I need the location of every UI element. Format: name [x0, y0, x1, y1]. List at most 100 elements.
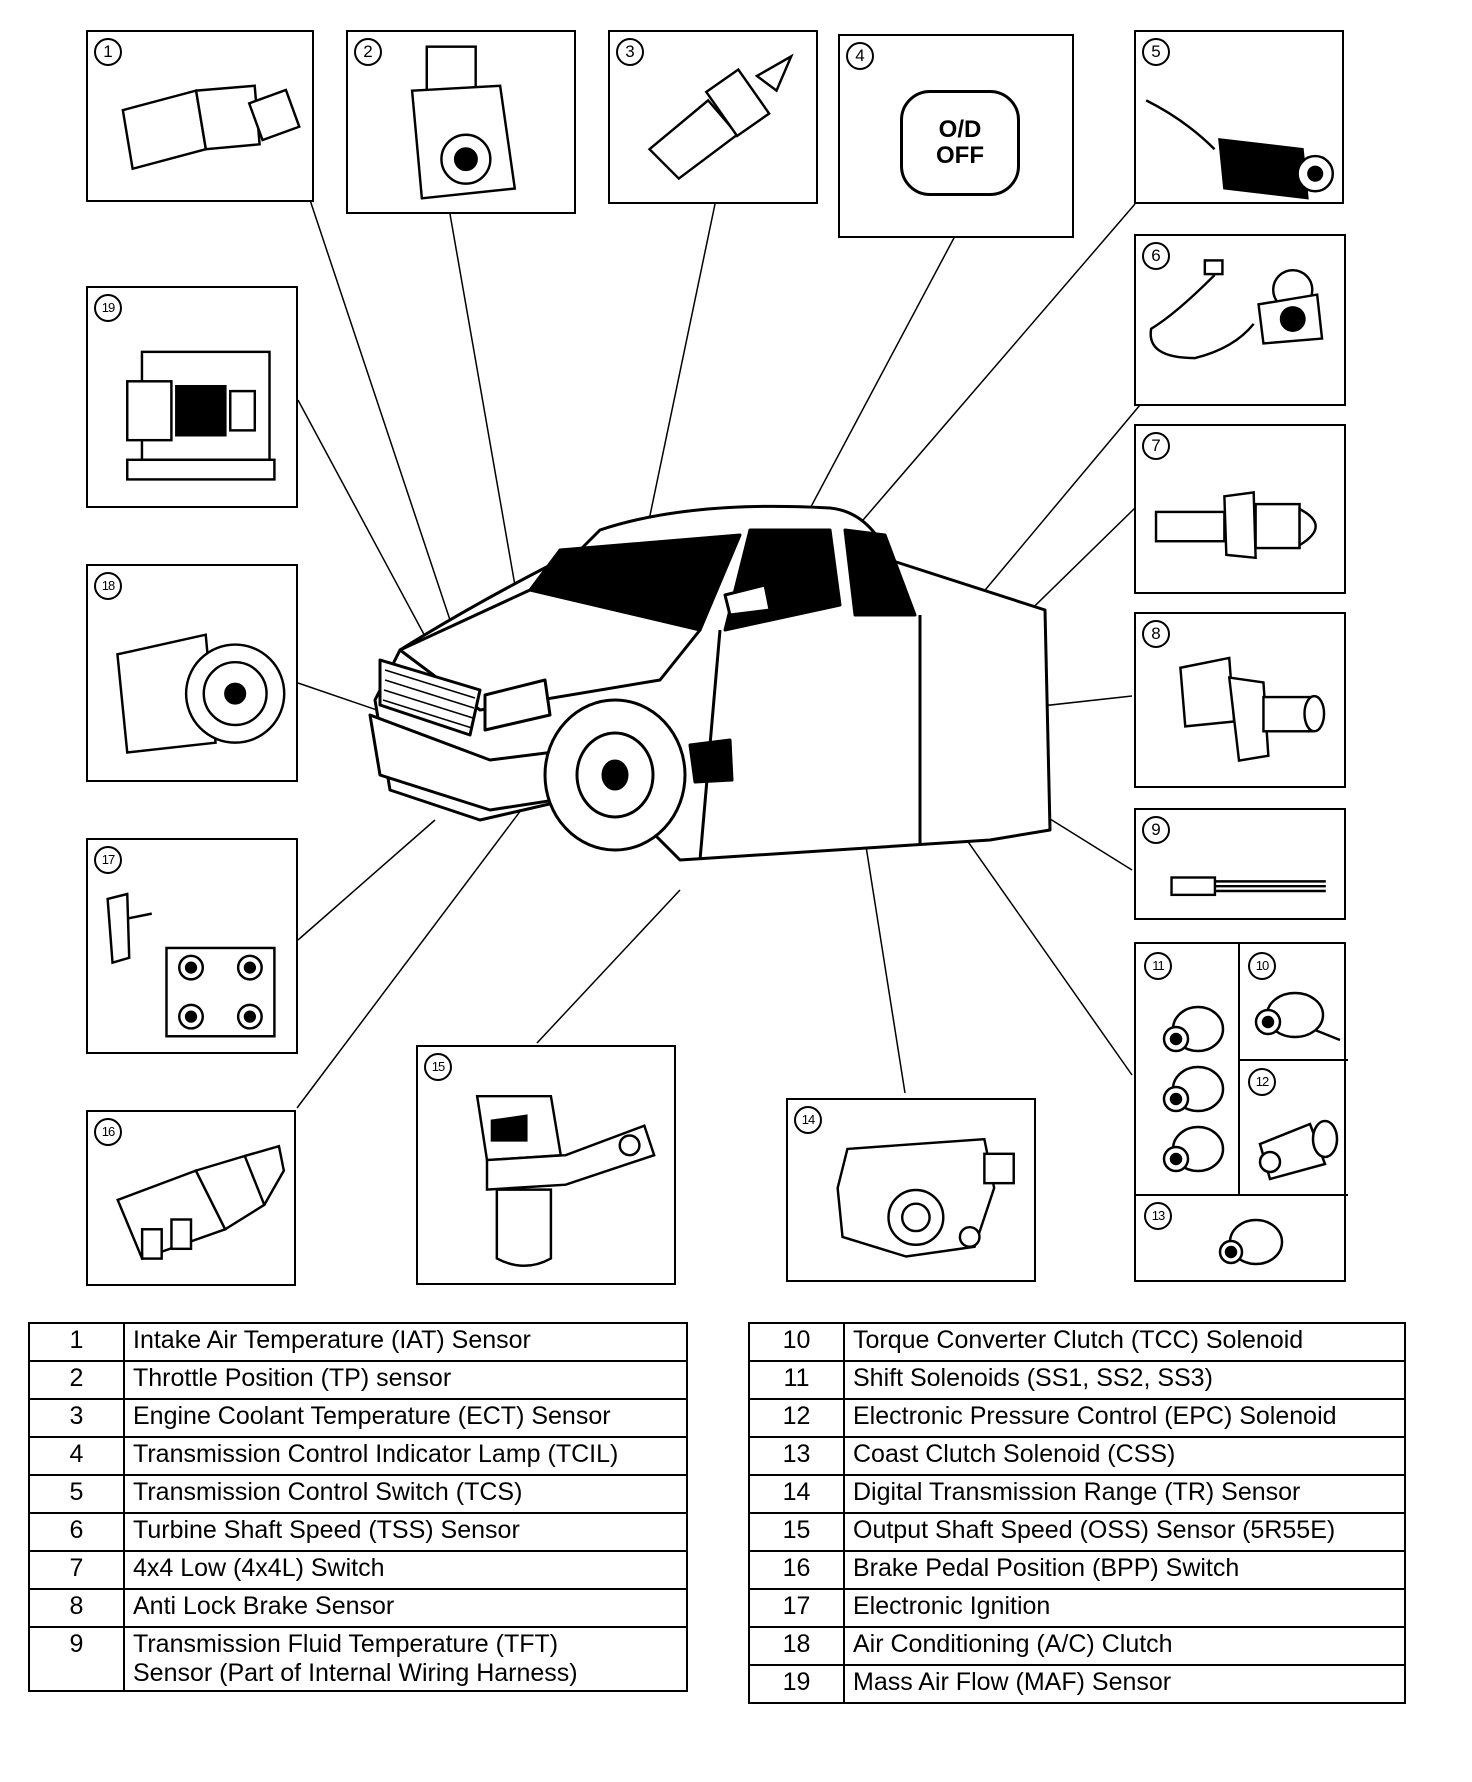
legend-num: 14	[748, 1474, 845, 1514]
legend-num: 6	[28, 1512, 125, 1552]
callout-number-18: 18	[94, 572, 122, 600]
solenoid-icon-12	[1258, 1119, 1339, 1181]
control-switch-icon	[1145, 99, 1335, 200]
legend-num: 9	[28, 1626, 125, 1692]
legend-label: Engine Coolant Temperature (ECT) Sensor	[123, 1398, 688, 1438]
pickup-truck-illustration	[368, 504, 1052, 862]
legend-label-line-1: Transmission Fluid Temperature (TFT)	[133, 1630, 559, 1658]
pedal-switch-icon	[116, 1144, 286, 1261]
legend-num: 11	[748, 1360, 845, 1400]
solenoid-divider-h1	[1238, 1059, 1348, 1061]
leader-line-17	[297, 819, 436, 941]
mud-flap	[688, 738, 734, 784]
legend-num: 10	[748, 1322, 845, 1362]
callout-number-3: 3	[616, 38, 644, 66]
callout-box-6: 6	[1134, 234, 1346, 406]
intake-air-temperature-sensor-icon	[121, 84, 301, 171]
leader-line-5	[819, 203, 1136, 571]
callout-box-15: 15	[416, 1045, 676, 1285]
solenoid-divider-v	[1238, 944, 1240, 1194]
legend-label: Transmission Fluid Temperature (TFT)Sens…	[123, 1626, 688, 1692]
callout-box-18: 18	[86, 564, 298, 782]
speed-sensor-icon	[1149, 259, 1324, 360]
callout-number-13: 13	[1144, 1202, 1172, 1230]
callout-box-9: 9	[1134, 808, 1346, 920]
callout-box-7: 7	[1134, 424, 1346, 594]
legend-num: 7	[28, 1550, 125, 1590]
legend-label: Brake Pedal Position (BPP) Switch	[843, 1550, 1406, 1590]
legend-num: 5	[28, 1474, 125, 1514]
legend-label: Shift Solenoids (SS1, SS2, SS3)	[843, 1360, 1406, 1400]
throttle-position-sensor-icon	[410, 45, 517, 200]
legend-label: Digital Transmission Range (TR) Sensor	[843, 1474, 1406, 1514]
legend-label: Transmission Control Indicator Lamp (TCI…	[123, 1436, 688, 1476]
callout-number-12: 12	[1248, 1068, 1276, 1096]
legend-label: Turbine Shaft Speed (TSS) Sensor	[123, 1512, 688, 1552]
leader-line-6	[959, 404, 1141, 621]
legend-label: Air Conditioning (A/C) Clutch	[843, 1626, 1406, 1666]
solenoid-icon-10	[1254, 991, 1341, 1042]
callout-number-4: 4	[846, 42, 874, 70]
callout-box-4: 4 O/D OFF	[838, 34, 1074, 238]
legend-row: 9 Transmission Fluid Temperature (TFT)Se…	[28, 1626, 688, 1692]
legend-label: Coast Clutch Solenoid (CSS)	[843, 1436, 1406, 1476]
callout-number-1: 1	[94, 38, 122, 66]
legend-num: 18	[748, 1626, 845, 1666]
switch-icon	[1154, 491, 1317, 560]
callout-box-19: 19	[86, 286, 298, 508]
callout-box-2: 2	[346, 30, 576, 214]
legend-num: 16	[748, 1550, 845, 1590]
legend-label: Mass Air Flow (MAF) Sensor	[843, 1664, 1406, 1704]
callout-number-17: 17	[94, 846, 122, 874]
engine-coolant-temperature-sensor-icon	[647, 53, 794, 181]
leader-line-1	[309, 199, 476, 696]
leader-line-15	[536, 889, 681, 1044]
callout-number-6: 6	[1142, 242, 1170, 270]
callout-box-14: 14	[786, 1098, 1036, 1282]
output-shaft-sensor-icon	[475, 1094, 656, 1268]
legend-label: Electronic Ignition	[843, 1588, 1406, 1628]
side-mirror	[723, 583, 772, 617]
solenoid-divider-h2	[1136, 1194, 1348, 1196]
ignition-module-icon	[106, 892, 276, 1038]
legend-label: Transmission Control Switch (TCS)	[123, 1474, 688, 1514]
callout-box-17: 17	[86, 838, 298, 1054]
ac-clutch-icon	[116, 633, 286, 754]
legend-label: 4x4 Low (4x4L) Switch	[123, 1550, 688, 1590]
callout-number-8: 8	[1142, 620, 1170, 648]
legend-num: 8	[28, 1588, 125, 1628]
lamp-text-od: O/D	[938, 116, 982, 143]
legend-num: 3	[28, 1398, 125, 1438]
legend-label: Electronic Pressure Control (EPC) Soleno…	[843, 1398, 1406, 1438]
legend-label: Throttle Position (TP) sensor	[123, 1360, 688, 1400]
range-sensor-icon	[836, 1137, 1015, 1258]
legend-num: 17	[748, 1588, 845, 1628]
callout-number-19: 19	[94, 294, 122, 322]
callout-number-14: 14	[794, 1106, 822, 1134]
callout-box-solenoids: 11 10 12 13	[1134, 942, 1348, 1282]
mass-air-flow-sensor-icon	[126, 350, 276, 481]
callout-box-16: 16	[86, 1110, 296, 1286]
legend-num: 15	[748, 1512, 845, 1552]
solenoid-icon-13	[1218, 1218, 1284, 1266]
callout-number-5: 5	[1142, 38, 1170, 66]
callout-number-11: 11	[1144, 952, 1172, 980]
